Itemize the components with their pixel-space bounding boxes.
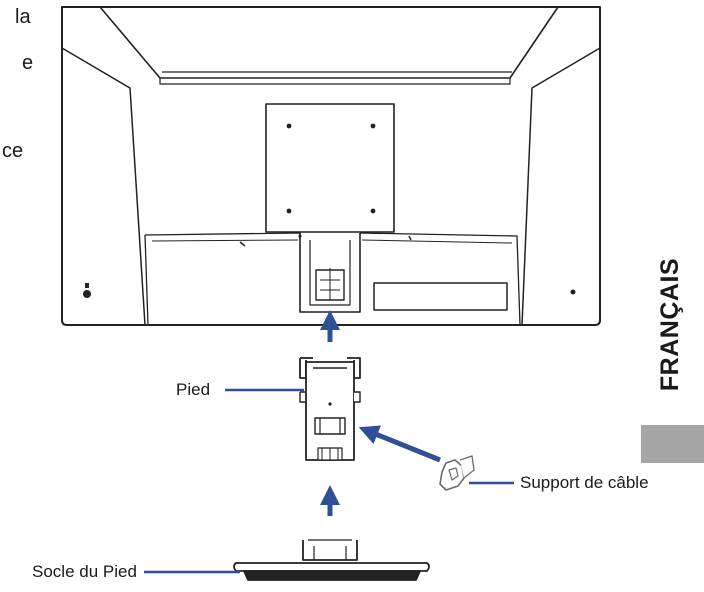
language-tab-bar [641, 425, 704, 463]
vesa-plate [265, 103, 395, 233]
margin-text-la: la [15, 6, 31, 28]
label-cable-holder: Support de câble [520, 473, 649, 492]
monitor-screws [83, 123, 576, 298]
language-tab-text: FRANÇAIS [656, 257, 684, 392]
port-panel [373, 282, 508, 311]
label-stand-base: Socle du Pied [32, 562, 137, 581]
margin-text-e: e [22, 52, 34, 74]
language-tab: FRANÇAIS [650, 232, 690, 417]
arrow-cable-holder-to-stand [358, 425, 441, 463]
monitor-outline [61, 6, 601, 326]
margin-text-ce: ce [2, 140, 24, 162]
cable-holder [439, 455, 475, 491]
label-stand: Pied [176, 380, 211, 399]
stand-neck [299, 357, 361, 461]
stand-base [233, 539, 430, 581]
monitor-rear [61, 6, 601, 326]
kensington-lock-icon [83, 290, 91, 298]
